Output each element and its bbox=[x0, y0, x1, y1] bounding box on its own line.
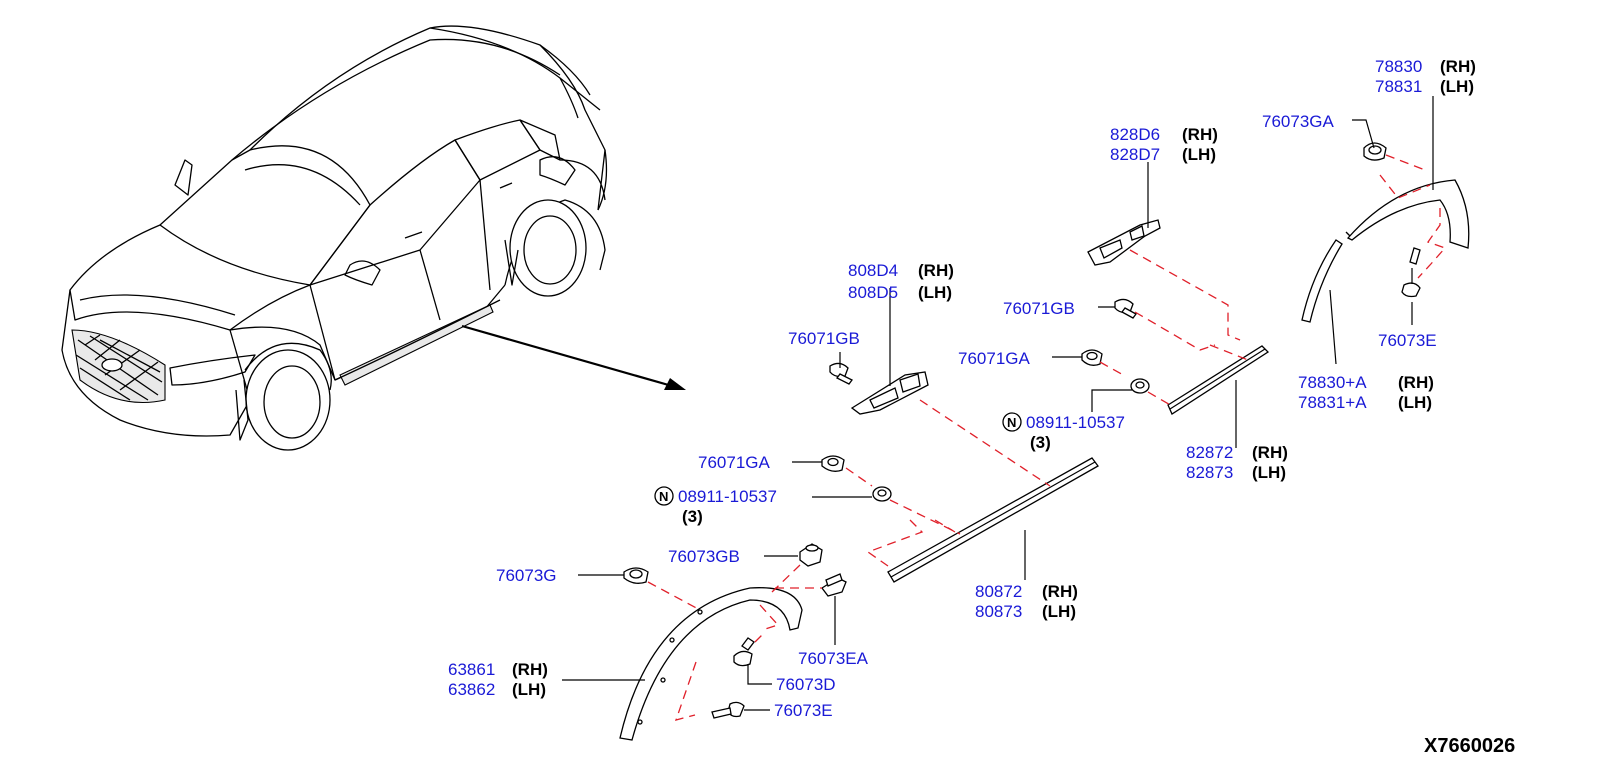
side-78831A: (LH) bbox=[1398, 393, 1432, 412]
front-wheel-arch-molding bbox=[619, 587, 803, 741]
part-number-78830A: 78830+A bbox=[1298, 373, 1367, 392]
vehicle-illustration bbox=[61, 25, 608, 451]
side-828D7: (LH) bbox=[1182, 145, 1216, 164]
part-number-76071GB-front: 76071GB bbox=[788, 329, 860, 348]
part-number-63861: 63861 bbox=[448, 660, 495, 679]
side-82873: (LH) bbox=[1252, 463, 1286, 482]
qty-08911-rear: (3) bbox=[1030, 433, 1051, 452]
side-808D5: (LH) bbox=[918, 283, 952, 302]
clip-76073G bbox=[623, 567, 649, 584]
part-number-78830: 78830 bbox=[1375, 57, 1422, 76]
part-number-76073D: 76073D bbox=[776, 675, 836, 694]
n-symbol-letter: N bbox=[659, 489, 668, 504]
diagram-code: X7660026 bbox=[1424, 735, 1515, 757]
side-808D4: (RH) bbox=[918, 261, 954, 280]
screw-76073E-rear bbox=[1401, 247, 1421, 298]
clip-76071GA-front bbox=[821, 455, 845, 472]
washer-08911-rear bbox=[1130, 378, 1150, 394]
part-number-08911-front: 08911-10537 bbox=[678, 487, 777, 506]
part-number-76073E-front: 76073E bbox=[774, 701, 833, 720]
part-number-76073GA-rear: 76073GA bbox=[1262, 112, 1334, 131]
rear-arch-extension bbox=[1301, 239, 1343, 323]
side-78830A: (RH) bbox=[1398, 373, 1434, 392]
part-labels: 78830 (RH) 78831 (LH) 76073GA 828D6 (RH)… bbox=[448, 57, 1515, 757]
assembly-lines bbox=[647, 154, 1447, 721]
part-number-808D5: 808D5 bbox=[848, 283, 898, 302]
part-number-808D4: 808D4 bbox=[848, 261, 898, 280]
clip-76071GA-rear bbox=[1081, 349, 1103, 366]
n-symbol-letter: N bbox=[1007, 415, 1016, 430]
side-78831: (LH) bbox=[1440, 77, 1474, 96]
clip-76071GB-front bbox=[829, 362, 853, 385]
side-80872: (RH) bbox=[1042, 582, 1078, 601]
front-door-bracket bbox=[850, 371, 929, 415]
part-number-76073E-rear: 76073E bbox=[1378, 331, 1437, 350]
washer-08911-front bbox=[872, 486, 892, 502]
qty-08911-front: (3) bbox=[682, 507, 703, 526]
part-number-76071GA-front: 76071GA bbox=[698, 453, 770, 472]
side-78830: (RH) bbox=[1440, 57, 1476, 76]
n-symbol-icon bbox=[1002, 412, 1022, 432]
part-number-80872: 80872 bbox=[975, 582, 1022, 601]
part-number-82872: 82872 bbox=[1186, 443, 1233, 462]
clip-76071GB-rear bbox=[1114, 298, 1137, 319]
part-number-76073GB: 76073GB bbox=[668, 547, 740, 566]
part-number-828D6: 828D6 bbox=[1110, 125, 1160, 144]
part-number-76071GA-rear: 76071GA bbox=[958, 349, 1030, 368]
rear-door-molding bbox=[1167, 345, 1270, 415]
rear-wheel-arch-molding bbox=[1345, 179, 1470, 249]
part-number-828D7: 828D7 bbox=[1110, 145, 1160, 164]
screw-76073E-front bbox=[711, 701, 745, 719]
part-number-80873: 80873 bbox=[975, 602, 1022, 621]
n-symbol-icon bbox=[654, 486, 674, 506]
part-number-08911-rear: 08911-10537 bbox=[1026, 413, 1125, 432]
clip-76073EA bbox=[821, 573, 847, 597]
nut-76073GB bbox=[799, 543, 823, 567]
part-number-76071GB-rear: 76071GB bbox=[1003, 299, 1075, 318]
zoom-arrow bbox=[461, 324, 686, 390]
side-80873: (LH) bbox=[1042, 602, 1076, 621]
part-number-78831A: 78831+A bbox=[1298, 393, 1367, 412]
part-number-82873: 82873 bbox=[1186, 463, 1233, 482]
part-number-76073EA: 76073EA bbox=[798, 649, 869, 668]
front-door-molding bbox=[887, 457, 1099, 583]
leader-lines bbox=[562, 96, 1434, 711]
side-82872: (RH) bbox=[1252, 443, 1288, 462]
side-63861: (RH) bbox=[512, 660, 548, 679]
rear-door-bracket bbox=[1087, 219, 1161, 266]
screw-76073D bbox=[733, 637, 755, 667]
part-number-63862: 63862 bbox=[448, 680, 495, 699]
clip-76073GA-rear bbox=[1363, 142, 1387, 161]
side-63862: (LH) bbox=[512, 680, 546, 699]
part-number-78831: 78831 bbox=[1375, 77, 1422, 96]
side-828D6: (RH) bbox=[1182, 125, 1218, 144]
part-number-76073G: 76073G bbox=[496, 566, 557, 585]
